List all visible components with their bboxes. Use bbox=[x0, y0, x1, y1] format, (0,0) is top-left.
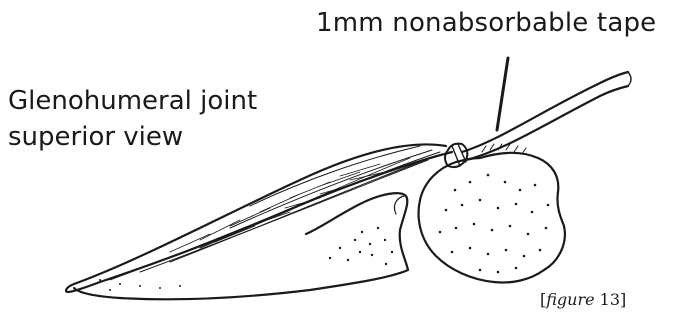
humeral-head-stipple bbox=[439, 174, 550, 274]
figure-title-line1: Glenohumeral joint bbox=[8, 86, 257, 116]
humeral-head bbox=[419, 144, 565, 283]
tape-label: 1mm nonabsorbable tape bbox=[316, 8, 656, 38]
tendon-tape-strands bbox=[462, 72, 631, 160]
suture-knot bbox=[445, 144, 467, 168]
caption-italic: figure bbox=[546, 290, 594, 309]
figure-title-line2: superior view bbox=[8, 122, 183, 152]
figure-caption: [figure 13] bbox=[540, 290, 626, 309]
tape-leader-line bbox=[497, 58, 508, 130]
caption-rest: 13] bbox=[595, 290, 627, 309]
muscle-belly bbox=[66, 144, 452, 292]
glenoid-stipple bbox=[99, 227, 393, 291]
